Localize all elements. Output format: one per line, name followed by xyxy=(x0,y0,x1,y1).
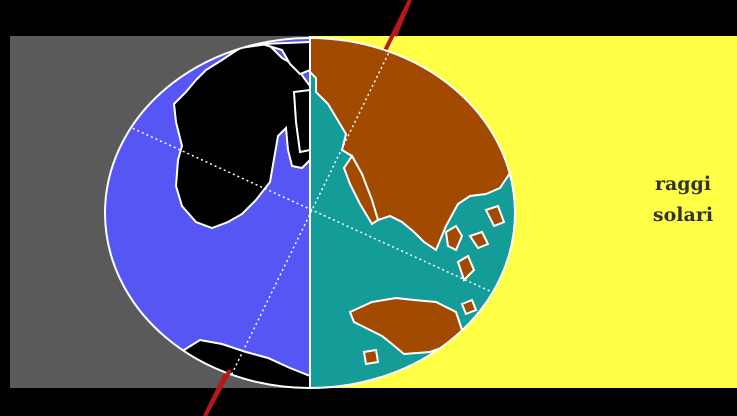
arabia-west-landmass xyxy=(292,88,310,154)
sun-rays-label-line2: solari xyxy=(653,204,713,226)
island-3 xyxy=(484,204,506,228)
island-1 xyxy=(444,224,464,252)
axis-south-segment xyxy=(203,369,232,416)
equator-line xyxy=(109,117,506,299)
axis-north-segment xyxy=(393,0,412,37)
dark-hemisphere xyxy=(105,38,310,388)
island-2 xyxy=(468,230,490,250)
island-5 xyxy=(460,298,478,316)
tasmania-landmass xyxy=(362,348,380,366)
africa-landmass xyxy=(172,42,310,230)
island-4 xyxy=(456,254,476,282)
sun-rays-label-line1: raggi xyxy=(655,173,711,195)
india-landmass xyxy=(342,154,380,226)
reference-lines xyxy=(109,39,506,388)
europe-edge-landmass xyxy=(261,40,310,76)
globe xyxy=(104,37,516,389)
